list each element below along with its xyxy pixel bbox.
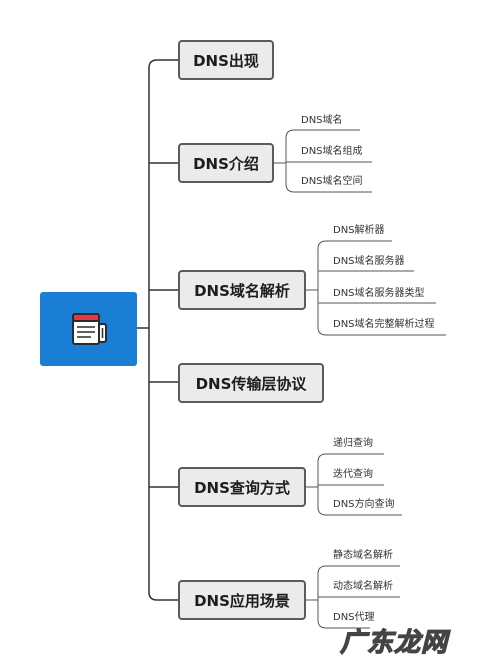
topic-dns-query[interactable]: DNS查询方式 — [178, 467, 306, 507]
topic-dns-intro[interactable]: DNS介绍 — [178, 143, 274, 183]
subtopic-dns-name-server-type[interactable]: DNS域名服务器类型 — [333, 288, 425, 299]
topic-dns-scenario[interactable]: DNS应用场景 — [178, 580, 306, 620]
subtopic-connectors-resolve — [306, 240, 446, 336]
topic-dns-transport[interactable]: DNS传输层协议 — [178, 363, 324, 403]
subtopic-dns-domain-space[interactable]: DNS域名空间 — [301, 176, 363, 187]
subtopic-iterative-query[interactable]: 迭代查询 — [333, 469, 373, 480]
subtopic-connectors-intro — [274, 129, 372, 193]
subtopic-dns-reverse-query[interactable]: DNS方向查询 — [333, 499, 395, 510]
root-node[interactable] — [40, 292, 137, 366]
subtopic-dns-domain[interactable]: DNS域名 — [301, 115, 343, 126]
subtopic-static-domain-resolve[interactable]: 静态域名解析 — [333, 550, 393, 561]
subtopic-dynamic-domain-resolve[interactable]: 动态域名解析 — [333, 581, 393, 592]
subtopic-recursive-query[interactable]: 递归查询 — [333, 438, 373, 449]
subtopic-dns-resolver[interactable]: DNS解析器 — [333, 225, 385, 236]
subtopic-dns-full-resolve-process[interactable]: DNS域名完整解析过程 — [333, 319, 435, 330]
topic-dns-resolve[interactable]: DNS域名解析 — [178, 270, 306, 310]
subtopic-connectors-scenario — [306, 565, 400, 629]
spine-line — [148, 59, 158, 601]
notebook-icon — [72, 313, 107, 345]
subtopic-dns-domain-composition[interactable]: DNS域名组成 — [301, 146, 363, 157]
subtopic-dns-proxy[interactable]: DNS代理 — [333, 612, 375, 623]
watermark-text: 广东龙网 — [339, 627, 449, 658]
topic-dns-appear[interactable]: DNS出现 — [178, 40, 274, 80]
subtopic-connectors-query — [306, 453, 402, 516]
subtopic-dns-name-server[interactable]: DNS域名服务器 — [333, 256, 405, 267]
